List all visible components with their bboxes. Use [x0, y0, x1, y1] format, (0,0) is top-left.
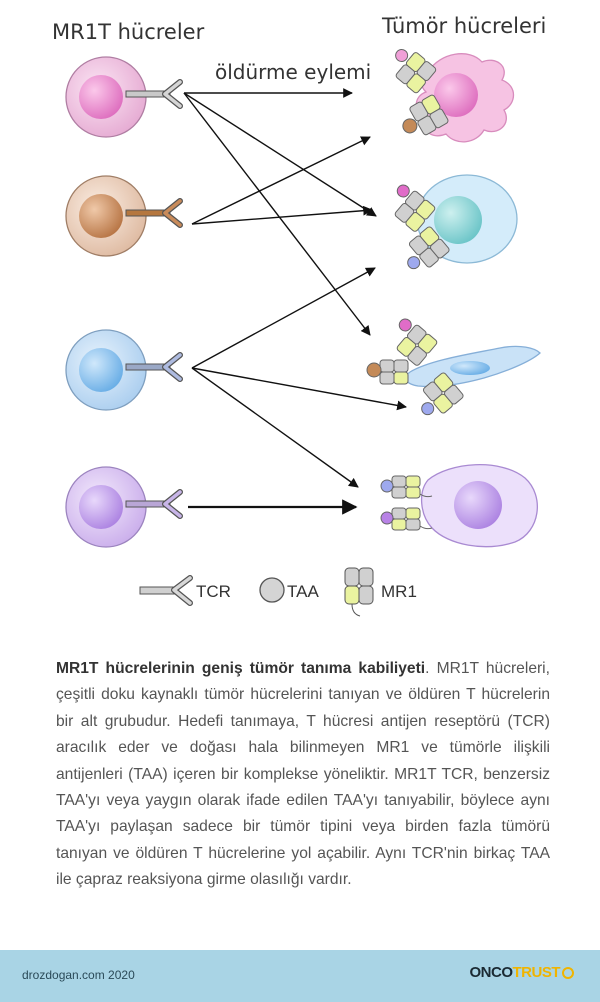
- mr1-complex: [402, 94, 449, 136]
- tcr-receptor-icon: [125, 79, 183, 109]
- caption-text: . MR1T hücreleri, çeşitli doku kaynaklı …: [56, 660, 550, 889]
- mr1-complex: [380, 475, 433, 499]
- footer: drozdogan.com 2020 ONCOTRUST: [0, 950, 600, 1002]
- legend-taa-icon: [259, 577, 285, 603]
- mr1-complex: [421, 372, 464, 416]
- tcr-receptor-icon: [125, 198, 183, 228]
- legend-taa-label: TAA: [287, 582, 319, 601]
- mr1-complex: [380, 507, 433, 531]
- legend: TCR TAA MR1: [139, 567, 417, 617]
- mr1t-diagram: MR1T hücreler Tümör hücreleri öldürme ey…: [52, 14, 546, 617]
- legend-mr1-icon: [344, 567, 374, 617]
- t-cell-brown: [65, 175, 183, 257]
- killing-arrows: [183, 88, 407, 515]
- tcr-receptor-icon: [125, 489, 183, 519]
- t-cell-pink: [65, 56, 183, 138]
- t-cell-blue: [65, 329, 183, 411]
- mr1-complex: [395, 48, 437, 94]
- figure-caption: MR1T hücrelerinin geniş tümör tanıma kab…: [56, 656, 550, 894]
- t-cell-purple: [65, 466, 183, 548]
- mr1-complex: [394, 184, 436, 232]
- legend-tcr-label: TCR: [196, 582, 231, 601]
- action-label: öldürme eylemi: [215, 60, 371, 84]
- tcr-receptor-icon: [125, 352, 183, 382]
- right-heading: Tümör hücreleri: [381, 14, 546, 38]
- brand-part1: ONCO: [469, 964, 514, 981]
- brand-ring-icon: [562, 967, 574, 979]
- brand-logo[interactable]: ONCOTRUST: [469, 964, 574, 981]
- mr1-complex: [366, 359, 409, 385]
- tumor-cell-purple: [421, 464, 538, 548]
- left-heading: MR1T hücreler: [52, 20, 205, 44]
- caption-bold: MR1T hücrelerinin geniş tümör tanıma kab…: [56, 660, 426, 677]
- brand-part2: TRUST: [512, 964, 561, 981]
- mr1-complex: [396, 318, 438, 366]
- legend-tcr-icon: [139, 575, 193, 606]
- mr1-complex: [407, 226, 450, 270]
- legend-mr1-label: MR1: [381, 582, 417, 601]
- footer-credit: drozdogan.com 2020: [22, 968, 135, 982]
